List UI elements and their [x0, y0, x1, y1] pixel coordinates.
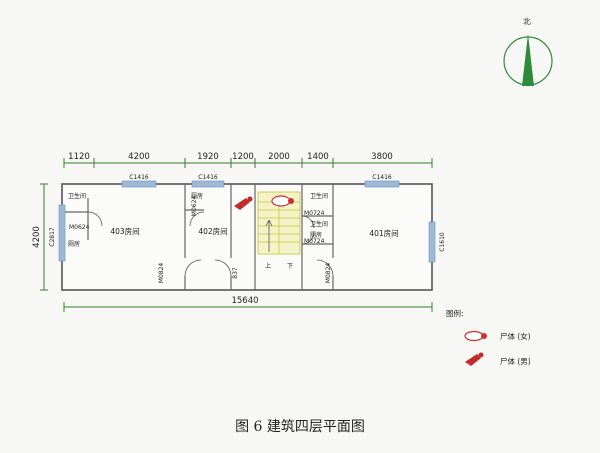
- window-c1416-c-label: C1416: [372, 174, 392, 181]
- body-marker-male: [234, 196, 253, 210]
- door-swing-m0724-bottom: [301, 231, 315, 245]
- dim-top-4: 1200: [232, 152, 254, 162]
- window-c2817-label: C2817: [49, 227, 56, 247]
- room-403-label: 403房间: [110, 226, 139, 236]
- figure-caption: 图 6 建筑四层平面图: [235, 419, 365, 435]
- bathroom-right-label: 卫生间: [310, 192, 328, 200]
- window-c1610: [428, 221, 436, 263]
- door-m0724-bottom-label: M0724: [304, 238, 325, 245]
- bathroom-right2-label: 卫生间: [310, 220, 328, 228]
- stair-down-label: 下: [287, 263, 293, 270]
- window-c2817: [58, 204, 66, 262]
- door-m0824-right-label: M0824: [325, 263, 332, 284]
- door-m837-label: 837: [232, 267, 239, 279]
- dim-top-7: 3800: [371, 152, 393, 162]
- legend-male-label: 尸体 (男): [500, 356, 531, 366]
- dim-top-3: 1920: [197, 152, 219, 162]
- legend-female-icon: [464, 330, 487, 342]
- left-dimension-line: [40, 183, 48, 291]
- dim-left-height: 4200: [32, 226, 42, 248]
- dim-top-2: 4200: [128, 152, 150, 162]
- stair-up-arrow: [265, 219, 273, 252]
- window-c1610-label: C1610: [439, 232, 446, 252]
- legend-male-icon: [465, 352, 484, 366]
- door-m0624-left-label: M0624: [69, 224, 90, 231]
- door-swing-m0624-left: [87, 211, 103, 227]
- door-swing-m0624-mid: [189, 211, 205, 227]
- room-402-label: 402房间: [198, 226, 227, 236]
- legend-title: 图例:: [446, 308, 464, 318]
- window-c1416-a-label: C1416: [129, 174, 149, 181]
- door-m0824-left-label: M0824: [158, 263, 165, 284]
- bottom-dimension-line: [63, 302, 433, 312]
- window-c1416-a: [121, 180, 157, 188]
- door-m0624-mid-label: M0624: [191, 196, 198, 217]
- room-401-label: 401房间: [369, 228, 398, 238]
- dim-top-1: 1120: [68, 152, 90, 162]
- bedroom-mid-label: 厕房: [191, 192, 203, 200]
- door-swing-m0824-right: [316, 259, 334, 277]
- top-dimension-line: [63, 158, 433, 168]
- windows: [58, 180, 436, 263]
- north-label: 北: [523, 17, 531, 26]
- dim-top-5: 2000: [268, 152, 290, 162]
- door-swing-m0824-left: [184, 259, 202, 277]
- door-swings: [87, 211, 334, 277]
- door-swing-m837: [214, 259, 232, 277]
- legend-female-label: 尸体 (女): [500, 331, 531, 341]
- north-arrow: 北: [503, 17, 553, 86]
- stair-up-label: 上: [265, 262, 271, 270]
- dim-top-6: 1400: [307, 152, 329, 162]
- door-m0724-top-label: M0724: [304, 210, 325, 217]
- body-marker-female: [271, 195, 294, 207]
- bedroom-left-label: 厕房: [68, 240, 80, 248]
- bathroom-left-label: 卫生间: [68, 192, 86, 200]
- window-c1416-b: [191, 180, 225, 188]
- window-c1416-c: [364, 180, 400, 188]
- interior-walls: [62, 184, 334, 290]
- dim-bottom-total: 15640: [231, 296, 258, 306]
- bedroom-right-label: 厕房: [310, 231, 322, 239]
- door-swing-m0724-top: [301, 215, 315, 229]
- window-c1416-b-label: C1416: [198, 174, 218, 181]
- north-needle: [522, 34, 534, 86]
